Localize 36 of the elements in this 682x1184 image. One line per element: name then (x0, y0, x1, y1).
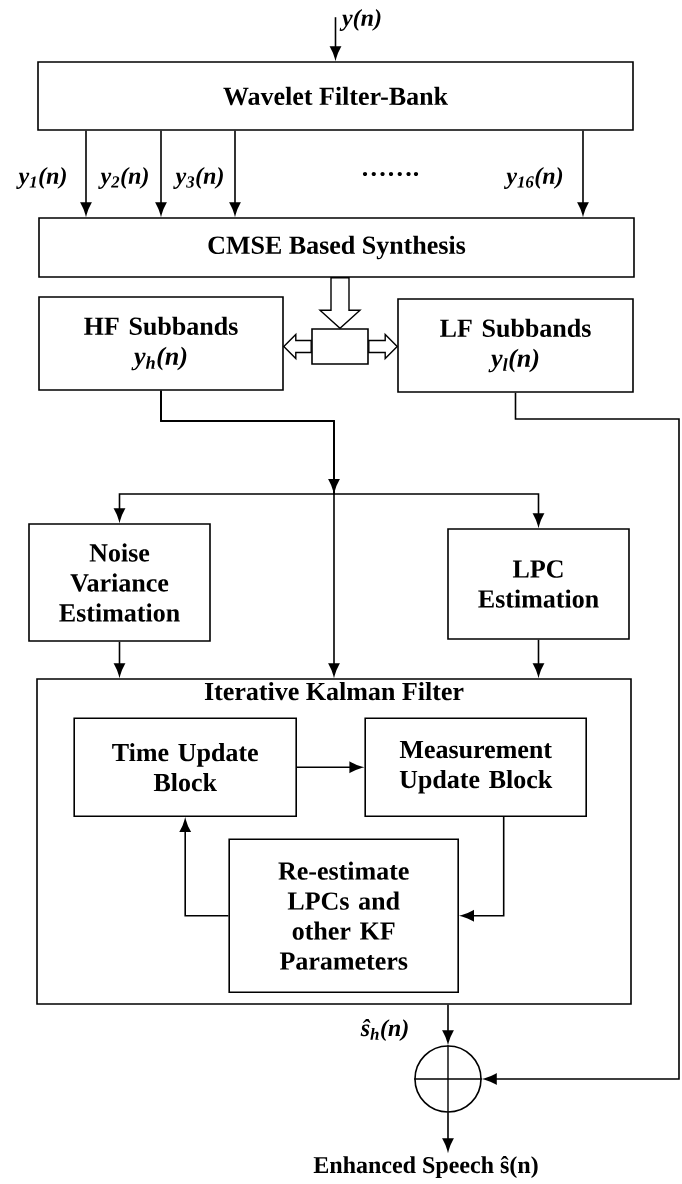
block-arrow (282, 332, 312, 361)
arrow (296, 761, 363, 773)
edge-label: y(n) (339, 8, 383, 32)
arrow (114, 641, 125, 676)
output-label: Enhanced Speech ŝ(n) (313, 1156, 538, 1178)
process-box: CMSE Based Synthesis (38, 217, 635, 278)
block-arrow (368, 332, 399, 361)
arrow (533, 639, 544, 676)
arrow (155, 130, 167, 215)
arrow (229, 130, 241, 215)
edge-label: y$_{2}$(n) (98, 166, 151, 190)
arrow (442, 1004, 454, 1043)
arrow (160, 390, 544, 526)
block-arrow (318, 277, 362, 330)
arrow (179, 819, 230, 917)
subband-box: HF Subbands y$_{h}$(n) (38, 296, 284, 391)
splitter-box (311, 328, 369, 365)
arrow (461, 816, 505, 922)
arrow (330, 16, 341, 59)
arrow (442, 1112, 454, 1151)
summing-junction (413, 1044, 483, 1114)
process-box: Measurement Update Block (364, 717, 587, 817)
process-box: Re-estimate LPCs and other KF Parameters (228, 838, 459, 993)
edge-label: y$_{1}$(n) (16, 166, 69, 190)
estimation-box: Noise Variance Estimation (28, 523, 211, 642)
process-box: Wavelet Filter-Bank (37, 61, 634, 131)
edge-label: ŝ$_{h}$(n) (359, 1018, 411, 1042)
arrow (484, 392, 680, 1085)
subband-box: LF Subbands y$_{l}$(n) (397, 298, 634, 393)
edge-label: y$_{3}$(n) (173, 166, 226, 190)
estimation-box: LPC Estimation (447, 528, 630, 640)
arrow (80, 130, 92, 215)
edge-label: y$_{16}$(n) (503, 166, 565, 190)
process-box: Time Update Block (73, 717, 297, 817)
arrow (577, 130, 589, 215)
ellipsis: ……. (362, 171, 419, 177)
